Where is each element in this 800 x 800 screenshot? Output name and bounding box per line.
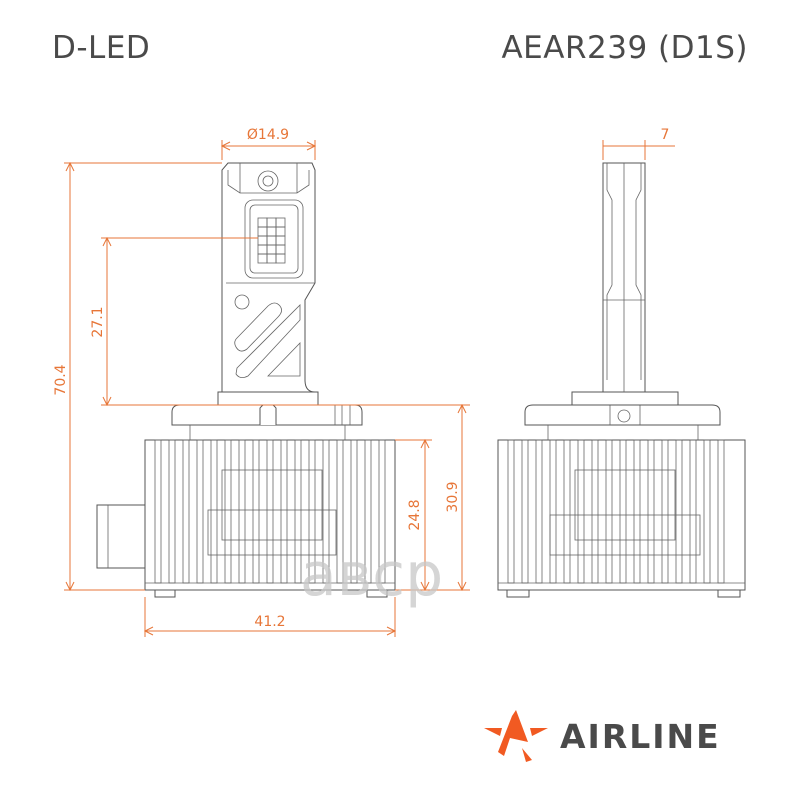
dim-diameter: Ø14.9: [247, 127, 289, 143]
dimension-lines: Ø14.9 7 70.4 27.1 30.9 24.8 41.2: [53, 127, 675, 637]
watermark: авср: [300, 540, 443, 610]
model-label: AEAR239 (D1S): [501, 30, 748, 66]
dim-base-height: 30.9: [445, 481, 461, 512]
star-logo-icon: [484, 710, 548, 762]
dim-led-height: 27.1: [90, 306, 106, 337]
connector: [96, 504, 148, 569]
heatsink-body: [144, 439, 396, 591]
side-view: [497, 162, 746, 598]
airline-logo: AIRLINE: [482, 708, 721, 764]
dim-side-width: 7: [661, 127, 670, 143]
led-cell: [275, 253, 286, 264]
led-chip: [257, 217, 286, 264]
bulb-stem: [221, 162, 316, 393]
screw-icon: [257, 170, 279, 192]
brand-name: AIRLINE: [560, 716, 721, 756]
product-type-label: D-LED: [52, 30, 151, 66]
front-view: [96, 162, 396, 598]
dim-body-width: 41.2: [254, 614, 285, 630]
dim-total-height: 70.4: [53, 364, 69, 395]
dim-body-height: 24.8: [407, 499, 423, 530]
